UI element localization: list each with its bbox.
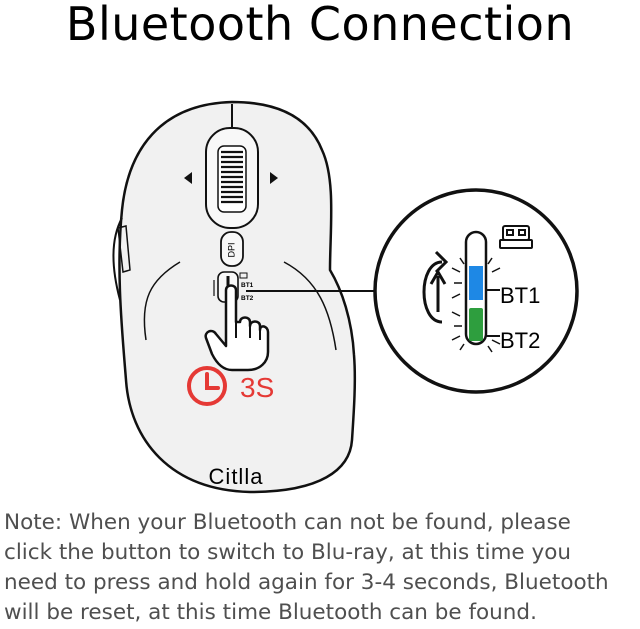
note-line: click the button to switch to Blu-ray, a… [4,540,571,565]
mouse-diagram: DPI BT1 BT2 3S Citlla [112,100,579,494]
switch-label-bt1: BT1 [241,282,254,289]
tilt-right-arrow [270,172,278,184]
switch-label-bt2: BT2 [241,295,254,302]
brand-logo: Citlla [209,464,264,489]
bt2-indicator [469,308,483,341]
dpi-label: DPI [226,242,236,257]
clock-icon [187,366,227,406]
note-line: Note: When your Bluetooth can not be fou… [4,510,571,535]
flash-rays [451,257,501,353]
note-line: will be reset, at this time Bluetooth ca… [4,600,537,625]
tilt-left-arrow [184,172,192,184]
pressing-hand-icon [204,284,270,372]
mode-label-bt1: BT1 [500,283,540,308]
side-buttons [112,217,123,301]
dpi-button [220,231,244,267]
cycle-arrows-icon [422,250,449,324]
page-title: Bluetooth Connection [65,0,575,51]
mode-label-bt2: BT2 [500,328,540,353]
hold-time: 3S [240,372,274,403]
note-line: need to press and hold again for 3-4 sec… [4,570,609,595]
bt1-indicator [469,266,483,300]
usb-dongle-icon [499,225,533,249]
note-text: Note: When your Bluetooth can not be fou… [4,508,638,628]
